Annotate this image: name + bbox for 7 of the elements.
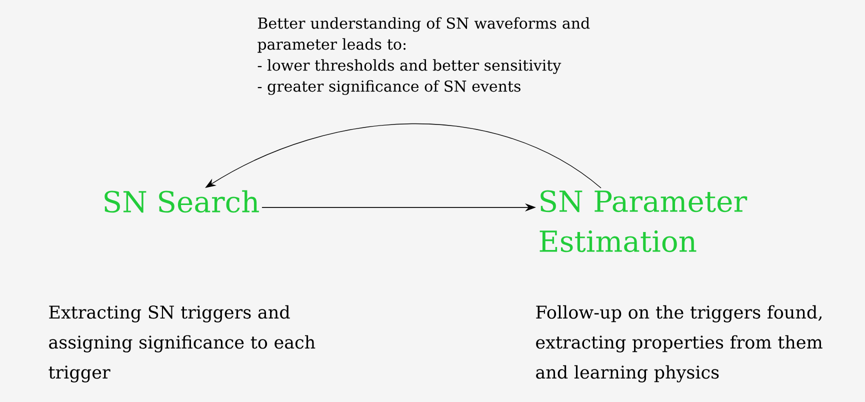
note-text: Better understanding of SN waveforms and parameter leads to: xyxy=(258,17,590,53)
node-title: SN Search xyxy=(104,190,259,213)
node-title: SN Parameter Estimation xyxy=(540,190,748,252)
description-text: Extracting SN triggers and assigning significance to each trigger xyxy=(48,305,316,382)
bullet-text: - greater significance of SN events xyxy=(258,80,520,95)
bullet-text: - lower thresholds and better sensitivity xyxy=(258,59,562,74)
description-text: Follow-up on the triggers found, extracting properties from them and learning physics xyxy=(536,305,822,382)
